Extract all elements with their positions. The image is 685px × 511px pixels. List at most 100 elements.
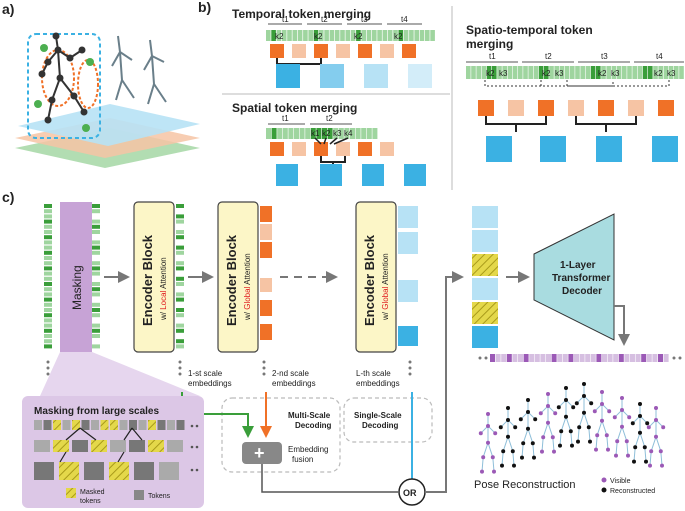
pose-bone: [532, 443, 535, 458]
token: [663, 354, 669, 362]
legend-tokens-label: Tokens: [148, 493, 171, 500]
temporal-title: Temporal token merging: [232, 7, 371, 21]
temporal-token-row: [266, 30, 435, 41]
token: [533, 66, 539, 79]
token: [176, 250, 184, 255]
fusion-label-2: fusion: [292, 455, 313, 464]
spatial-t1: t1: [282, 114, 289, 123]
st-k2-3: k2: [598, 69, 607, 78]
token: [564, 66, 570, 79]
token: [329, 30, 335, 41]
pose-joint: [658, 449, 663, 454]
pose-joint: [513, 425, 518, 430]
pose-bone: [649, 451, 652, 466]
pose-joint: [638, 414, 642, 418]
token: [601, 66, 606, 79]
pose-bone: [577, 427, 580, 442]
token: [540, 354, 546, 362]
token: [92, 261, 100, 266]
token: [91, 440, 107, 452]
token: [635, 354, 641, 362]
pose-joint: [582, 394, 586, 398]
token: [176, 313, 184, 318]
spatiotemporal-title-1: Spatio-temporal token: [466, 23, 593, 37]
pose-bone: [601, 420, 608, 436]
pose-joint: [632, 459, 636, 464]
token: [512, 354, 518, 362]
pose-joint: [526, 398, 530, 402]
token: [92, 266, 100, 271]
token: [590, 354, 596, 362]
token: [616, 66, 622, 79]
pose-bone: [606, 435, 609, 450]
pose-joint: [649, 449, 654, 454]
token: [653, 66, 658, 79]
pose-joint: [612, 415, 617, 420]
masking-block: [60, 202, 92, 352]
token: [648, 66, 653, 79]
token: [91, 420, 99, 430]
spatial-t2: t2: [326, 114, 333, 123]
token: [322, 128, 327, 139]
token: [590, 66, 596, 79]
token: [393, 30, 398, 41]
token: [176, 308, 184, 312]
pose-joint: [500, 463, 504, 468]
encoder-block-global-2: [217, 201, 259, 353]
scaleL-label-1: L-th scale: [356, 369, 391, 378]
pose-joint: [588, 439, 592, 444]
token: [557, 354, 563, 362]
legend-reconstructed-dot: [601, 487, 607, 493]
token: [176, 344, 184, 349]
token: [159, 462, 179, 480]
token: [72, 420, 80, 430]
token: [34, 420, 42, 430]
token: [502, 66, 507, 79]
token: [92, 209, 100, 214]
token: [92, 230, 100, 234]
st-t1: t1: [489, 52, 496, 61]
spatial-k4: k4: [344, 129, 353, 138]
pose-bone: [512, 451, 515, 466]
token: [562, 354, 568, 362]
encoder-block-local: [133, 201, 175, 353]
panel-a-illustration: [15, 32, 200, 168]
token: [350, 128, 355, 139]
encoder1-subtitle: w/ Local Attention: [159, 257, 168, 321]
encoder2-subtitle: w/ Global Attention: [243, 253, 252, 321]
token: [176, 282, 184, 286]
token: [308, 30, 313, 41]
pose-joint: [564, 386, 568, 390]
token: [92, 313, 100, 318]
token: [44, 219, 52, 224]
pose-joint: [645, 421, 650, 426]
st-token-row: [466, 66, 684, 79]
token: [490, 354, 495, 362]
pose-joint: [540, 449, 544, 454]
pose-bone: [522, 428, 529, 444]
token: [305, 128, 311, 139]
pose-bone: [521, 443, 524, 458]
pose-joint: [620, 396, 624, 400]
pose-bone: [559, 431, 562, 446]
scaleL-label-2: embeddings: [356, 379, 400, 388]
pose-joint: [559, 429, 564, 434]
st-k2-4: k2: [654, 69, 663, 78]
token: [176, 235, 184, 240]
pose-joint: [486, 440, 490, 445]
token: [630, 354, 635, 362]
pose-joint: [604, 433, 609, 438]
token: [92, 308, 100, 312]
pose-joint: [490, 455, 495, 460]
pose-joint: [595, 433, 600, 438]
temporal-blue-row: [276, 64, 432, 88]
pose-bone: [578, 412, 585, 428]
token: [596, 354, 602, 362]
multiscale-decoding-box: [221, 397, 341, 473]
pose-bone: [541, 437, 544, 452]
token: [176, 339, 184, 344]
token: [409, 30, 414, 41]
token: [44, 334, 52, 338]
pose-joint: [510, 449, 515, 454]
